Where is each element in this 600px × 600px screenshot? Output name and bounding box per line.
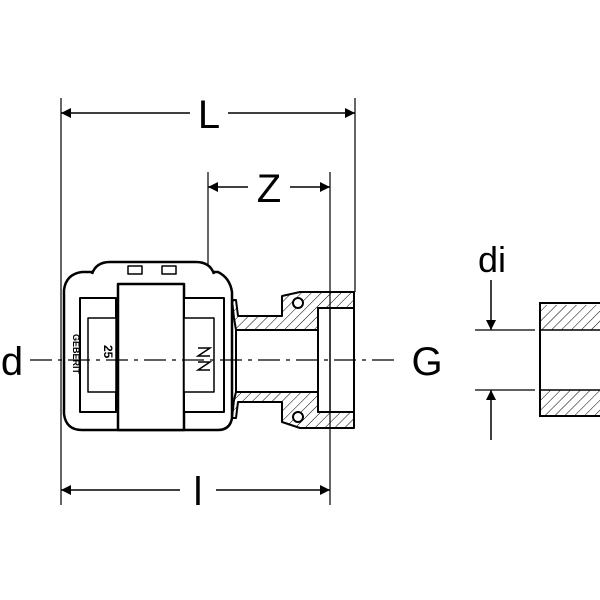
clip-slot-right <box>161 265 177 275</box>
fitting-window-left <box>87 317 117 393</box>
brand-mark: GEBERIT <box>71 334 81 375</box>
fitting-clip <box>90 260 216 275</box>
size-mark: 25 <box>101 345 115 359</box>
fitting-marks: 25 GEBERIT <box>71 334 213 375</box>
press-sleeve <box>116 282 186 432</box>
adapter-bore <box>235 329 319 393</box>
pipe-wall-bottom <box>540 390 600 415</box>
label-Z: Z <box>257 167 281 211</box>
label-d: d <box>1 340 23 384</box>
press-fitting <box>62 260 234 432</box>
label-l: l <box>194 470 203 514</box>
dimension-l: l <box>61 470 330 514</box>
label-L: L <box>198 93 220 137</box>
dimension-L: L <box>61 93 355 137</box>
label-G: G <box>411 340 442 384</box>
pipe-wall-top <box>540 305 600 330</box>
pipe-section: di <box>475 239 600 440</box>
press-indicator-icon <box>195 347 213 371</box>
pipe-outline <box>539 302 600 417</box>
label-di: di <box>478 239 506 280</box>
clip-slot-left <box>127 265 143 275</box>
o-ring-top <box>292 297 304 309</box>
dimension-Z: Z <box>208 167 330 211</box>
o-ring-bottom <box>292 411 304 423</box>
